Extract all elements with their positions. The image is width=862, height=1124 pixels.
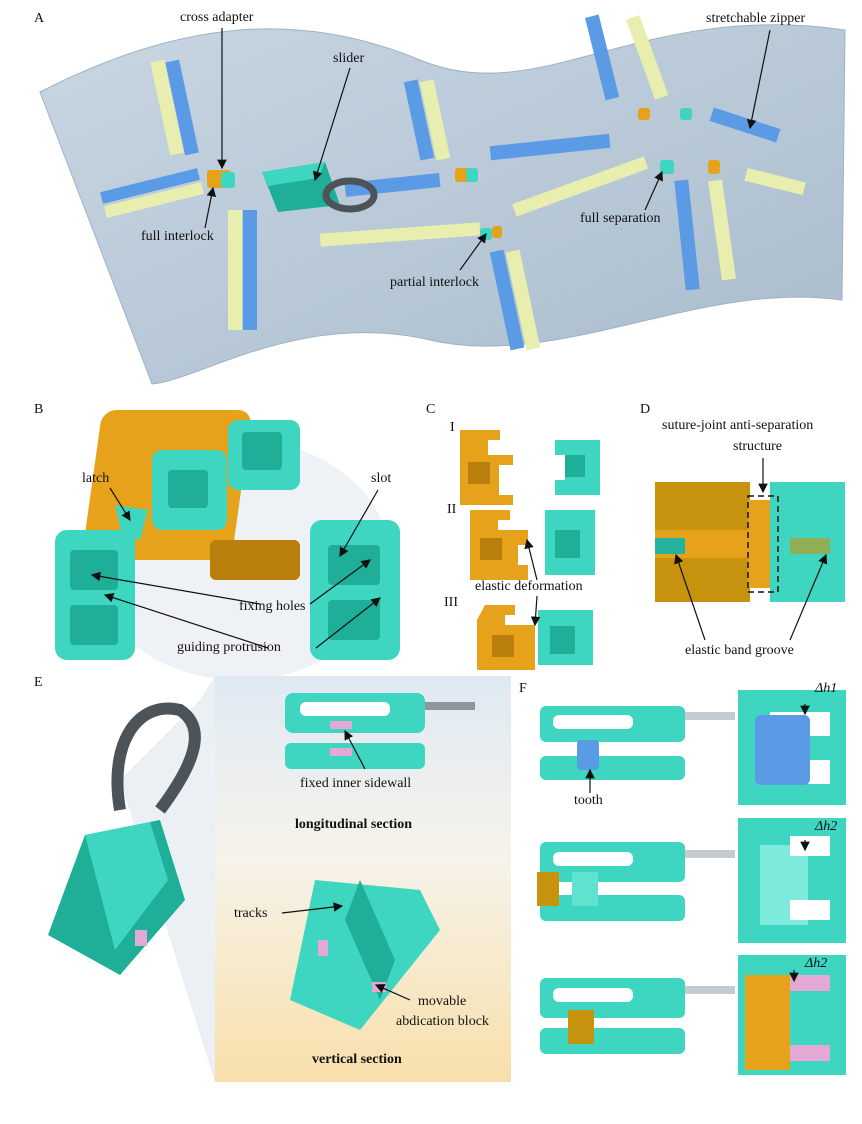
label-stage-ii: II bbox=[447, 502, 457, 517]
label-vertical-section: vertical section bbox=[312, 1052, 402, 1067]
label-stage-i: I bbox=[450, 420, 455, 435]
panel-label-d: D bbox=[640, 402, 651, 417]
f-row-1 bbox=[540, 690, 846, 805]
label-delta-h2-b: Δh2 bbox=[805, 956, 828, 971]
label-stretchable-zipper: stretchable zipper bbox=[706, 11, 806, 26]
label-cross-adapter: cross adapter bbox=[180, 10, 254, 25]
label-tracks: tracks bbox=[234, 906, 268, 921]
panel-label-e: E bbox=[34, 675, 43, 690]
label-full-separation: full separation bbox=[580, 211, 661, 226]
label-suture-joint-line2: structure bbox=[733, 439, 782, 454]
panel-b-illustration bbox=[55, 410, 400, 680]
cross-adapter-small-1 bbox=[455, 168, 469, 182]
label-fixed-inner-sidewall: fixed inner sidewall bbox=[300, 776, 412, 791]
panel-f-illustration bbox=[537, 690, 846, 1075]
label-tooth: tooth bbox=[574, 793, 603, 808]
panel-a-illustration bbox=[39, 14, 846, 385]
zipper-tooth-strips bbox=[100, 14, 806, 351]
label-elastic-band-groove: elastic band groove bbox=[685, 643, 794, 658]
label-movable-line2: abdication block bbox=[396, 1014, 489, 1029]
f-row-3 bbox=[540, 955, 846, 1075]
label-movable-line1: movable bbox=[418, 994, 467, 1009]
f-row-2 bbox=[537, 818, 846, 943]
label-full-interlock: full interlock bbox=[141, 229, 214, 244]
label-slot: slot bbox=[371, 471, 392, 486]
label-suture-joint-line1: suture-joint anti-separation bbox=[662, 418, 814, 433]
label-delta-h2-a: Δh2 bbox=[815, 819, 838, 834]
label-slider: slider bbox=[333, 51, 365, 66]
label-elastic-deformation: elastic deformation bbox=[475, 579, 583, 594]
panel-d-illustration bbox=[655, 482, 845, 602]
label-fixing-holes: fixing holes bbox=[239, 599, 306, 614]
label-partial-interlock: partial interlock bbox=[390, 275, 480, 290]
panel-e-illustration bbox=[48, 676, 511, 1082]
cross-adapter-small-3 bbox=[660, 160, 674, 174]
panel-label-a: A bbox=[34, 11, 45, 26]
panel-label-c: C bbox=[426, 402, 436, 417]
panel-label-f: F bbox=[519, 681, 527, 696]
label-guiding-protrusion: guiding protrusion bbox=[177, 640, 281, 655]
panel-c-illustration bbox=[460, 430, 600, 670]
label-delta-h1: Δh1 bbox=[815, 681, 838, 696]
label-latch: latch bbox=[82, 471, 110, 486]
label-stage-iii: III bbox=[444, 595, 458, 610]
annotation-arrows bbox=[90, 28, 828, 1001]
label-longitudinal-section: longitudinal section bbox=[295, 817, 413, 832]
panel-label-b: B bbox=[34, 402, 44, 417]
